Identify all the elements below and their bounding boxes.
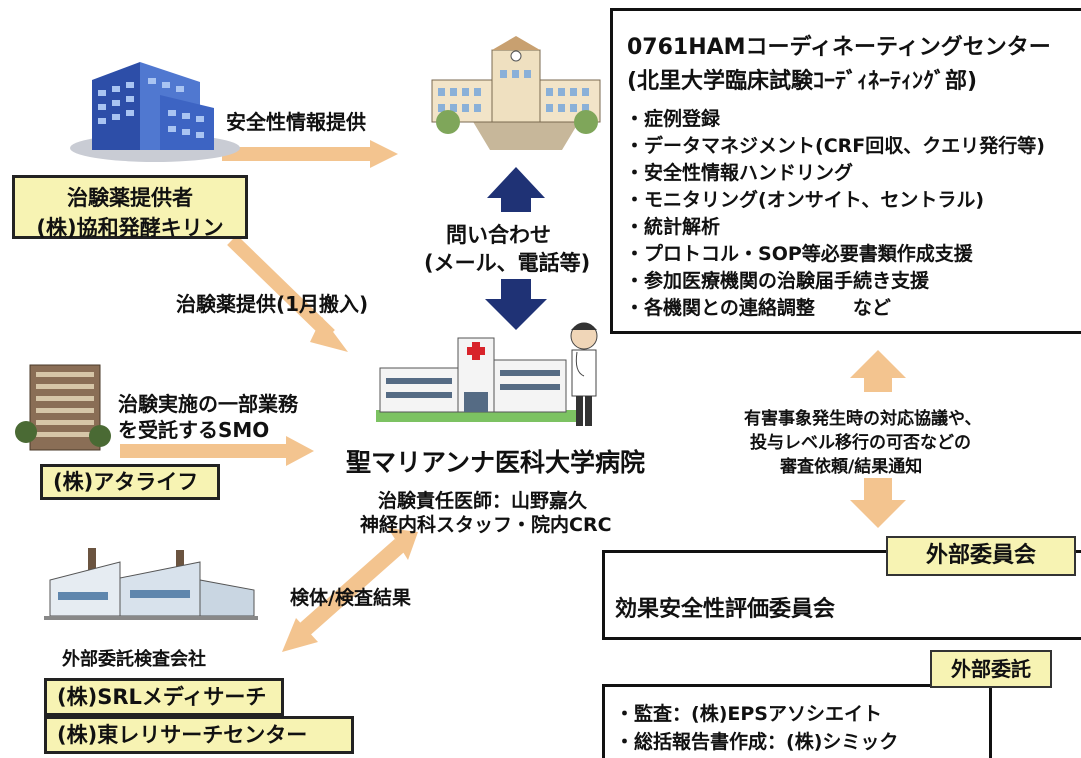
inquiry-method-label: (メール、電話等)	[424, 251, 591, 275]
smo-arrow	[120, 436, 314, 466]
external-committee-tag: 外部委員会	[886, 536, 1076, 576]
smo-building-icon	[15, 364, 111, 451]
smo-company-box: (株)アタライフ	[40, 464, 220, 500]
university-building-icon	[431, 36, 601, 150]
service-item: モニタリング(オンサイト、セントラル)	[625, 187, 1045, 214]
hospital-staff: 神経内科スタッフ・院内CRC	[360, 514, 612, 536]
service-item: 統計解析	[625, 214, 1045, 241]
doctor-icon	[570, 322, 598, 426]
service-item: データマネジメント(CRF回収、クエリ発行等)	[625, 133, 1045, 160]
committee-arrows	[850, 350, 906, 528]
drug-supply-label: 治験薬提供(1月搬入)	[176, 292, 369, 316]
smo-company-name: (株)アタライフ	[53, 470, 199, 494]
drug-supplier-box: 治験薬提供者 (株)協和発酵キリン	[12, 175, 248, 240]
smo-description-line1: 治験実施の一部業務	[118, 392, 298, 416]
service-item: 症例登録	[625, 106, 1045, 133]
service-item: プロトコル・SOP等必要書類作成支援	[625, 241, 1045, 268]
external-contract-tag: 外部委託	[930, 650, 1052, 688]
office-building-icon	[70, 62, 240, 162]
principal-investigator: 治験責任医師：山野嘉久	[378, 490, 588, 512]
external-committee-tag-text: 外部委員会	[925, 543, 1036, 568]
service-item: 参加医療機関の治験届手続き支援	[625, 268, 1045, 295]
drug-supplier-role: 治験薬提供者	[67, 186, 193, 210]
specimen-arrow	[282, 528, 418, 652]
committee-label-line1: 有害事象発生時の対応協議や、	[744, 409, 982, 429]
inquiry-label: 問い合わせ	[446, 223, 551, 247]
committee-name: 効果安全性評価委員会	[615, 597, 836, 622]
lab-company-name: (株)東レリサーチセンター	[57, 723, 308, 747]
service-item: 安全性情報ハンドリング	[625, 160, 1045, 187]
committee-label-line2: 投与レベル移行の可否などの	[750, 433, 971, 453]
coordinating-center-box: 0761HAMコーディネーティングセンター (北里大学臨床試験ｺｰﾃﾞｨﾈｰﾃｨ…	[610, 8, 1081, 334]
specimen-label: 検体/検査結果	[290, 587, 411, 609]
external-contract-box: ・監査：(株)EPSアソシエイト ・総括報告書作成：(株)シミック	[602, 684, 992, 758]
coordinating-center-title: 0761HAMコーディネーティングセンター	[627, 35, 1051, 60]
hospital-building-icon	[376, 337, 576, 422]
factory-icon	[44, 548, 258, 620]
safety-info-label: 安全性情報提供	[226, 110, 366, 134]
safety-info-arrow	[222, 140, 398, 168]
lab-company-box: (株)東レリサーチセンター	[44, 716, 354, 754]
hospital-name: 聖マリアンナ医科大学病院	[346, 448, 646, 477]
lab-company-name: (株)SRLメディサーチ	[57, 685, 267, 709]
coordinating-center-subtitle: (北里大学臨床試験ｺｰﾃﾞｨﾈｰﾃｨﾝｸﾞ部)	[627, 69, 978, 94]
report-item: ・総括報告書作成：(株)シミック	[615, 731, 899, 753]
service-list: 症例登録 データマネジメント(CRF回収、クエリ発行等) 安全性情報ハンドリング…	[625, 106, 1045, 322]
external-contract-tag-text: 外部委託	[951, 657, 1031, 681]
drug-supplier-company: (株)協和発酵キリン	[36, 216, 224, 240]
audit-item: ・監査：(株)EPSアソシエイト	[615, 703, 882, 725]
service-item: 各機関との連絡調整 など	[625, 295, 1045, 322]
inquiry-arrows	[485, 167, 547, 330]
lab-label: 外部委託検査会社	[62, 649, 206, 670]
lab-company-box: (株)SRLメディサーチ	[44, 678, 284, 716]
smo-description-line2: を受託するSMO	[118, 418, 270, 442]
committee-label-line3: 審査依頼/結果通知	[780, 457, 923, 477]
drug-supply-arrow	[227, 234, 348, 352]
